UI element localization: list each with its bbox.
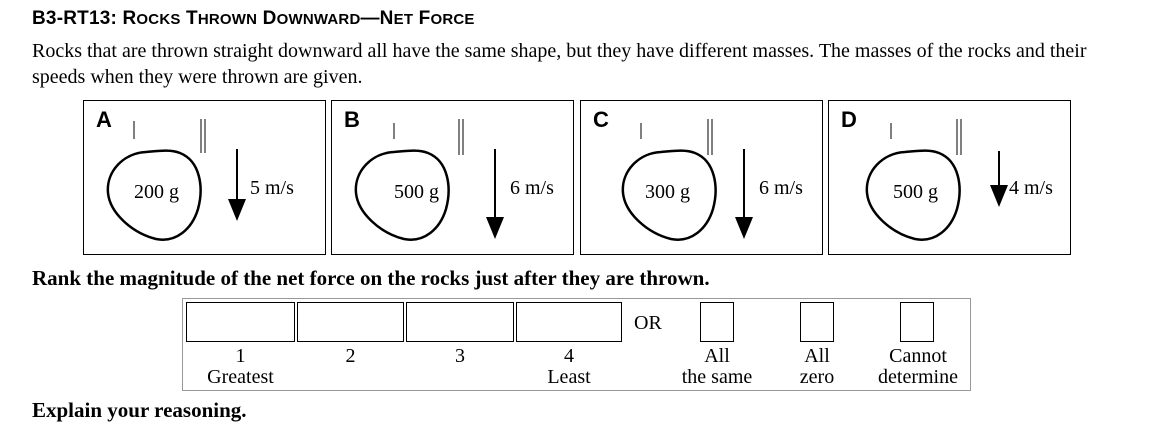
- rank-number: 2: [345, 345, 356, 367]
- cannot-determine-label: Cannot determine: [866, 346, 970, 388]
- answer-frame: [182, 298, 971, 391]
- mass-label: 200 g: [134, 181, 179, 203]
- rank-label-1: 1 Greatest: [186, 346, 295, 388]
- title-part: —N: [360, 8, 394, 29]
- all-same-checkbox[interactable]: [700, 302, 734, 342]
- rank-sub-least: Least: [547, 366, 591, 388]
- rank-box-2[interactable]: [297, 302, 404, 342]
- label-line: determine: [878, 366, 958, 388]
- title-part: HROWN: [197, 11, 258, 28]
- rank-sub-greatest: Greatest: [207, 366, 274, 388]
- speed-label: 5 m/s: [250, 177, 294, 199]
- panel-label: B: [344, 107, 360, 132]
- mass-label: 300 g: [645, 181, 690, 203]
- title-part: R: [122, 8, 137, 29]
- title-part: ORCE: [430, 11, 475, 28]
- rank-label-4: 4 Least: [516, 346, 622, 388]
- rank-number: 1: [235, 345, 246, 367]
- title-part: ET: [393, 11, 414, 28]
- rank-box-3[interactable]: [406, 302, 514, 342]
- rank-number: 4: [564, 345, 574, 367]
- cannot-determine-checkbox[interactable]: [900, 302, 934, 342]
- rank-label-3: 3: [406, 346, 514, 367]
- panel-c: C 300 g 6 m/s: [580, 100, 823, 255]
- speed-label: 6 m/s: [759, 177, 803, 199]
- problem-code: B3-RT13:: [32, 8, 118, 29]
- explain-prompt: Explain your reasoning.: [32, 398, 247, 422]
- all-zero-checkbox[interactable]: [800, 302, 834, 342]
- panel-label: C: [593, 107, 609, 132]
- panel-label: D: [841, 107, 857, 132]
- rank-box-1[interactable]: [186, 302, 295, 342]
- title-part: T: [186, 8, 198, 29]
- rank-box-4[interactable]: [516, 302, 622, 342]
- panel-d: D 500 g 4 m/s: [828, 100, 1071, 255]
- title-part: OWNWARD: [276, 11, 361, 28]
- all-zero-label: All zero: [787, 346, 847, 388]
- label-line: All: [804, 345, 830, 367]
- title-part: OCKS: [136, 11, 181, 28]
- panel-b: B 500 g 6 m/s: [331, 100, 574, 255]
- speed-label: 4 m/s: [1009, 177, 1053, 199]
- ranking-question: Rank the magnitude of the net force on t…: [32, 266, 710, 290]
- mass-label: 500 g: [394, 181, 439, 203]
- rock-arrow-drawing: [865, 119, 1008, 241]
- rank-label-2: 2: [297, 346, 404, 367]
- label-line: zero: [799, 366, 835, 388]
- intro-text: Rocks that are thrown straight downward …: [32, 40, 1087, 88]
- panel-label: A: [96, 107, 112, 132]
- rock-arrow-drawing: [106, 119, 246, 241]
- rock-arrow-drawing: [354, 119, 504, 241]
- speed-label: 6 m/s: [510, 177, 554, 199]
- problem-title: B3-RT13: ROCKS THROWN DOWNWARD—NET FORCE: [32, 8, 475, 30]
- all-same-label: All the same: [667, 346, 767, 388]
- mass-label: 500 g: [893, 181, 938, 203]
- or-label: OR: [634, 312, 662, 334]
- rank-number: 3: [455, 345, 465, 367]
- label-line: Cannot: [889, 345, 947, 367]
- title-part: F: [418, 8, 431, 29]
- label-line: the same: [681, 366, 753, 388]
- panel-a: A 200 g 5 m/s: [83, 100, 326, 255]
- title-part: D: [262, 8, 277, 29]
- label-line: All: [704, 345, 730, 367]
- rock-arrow-drawing: [621, 119, 753, 241]
